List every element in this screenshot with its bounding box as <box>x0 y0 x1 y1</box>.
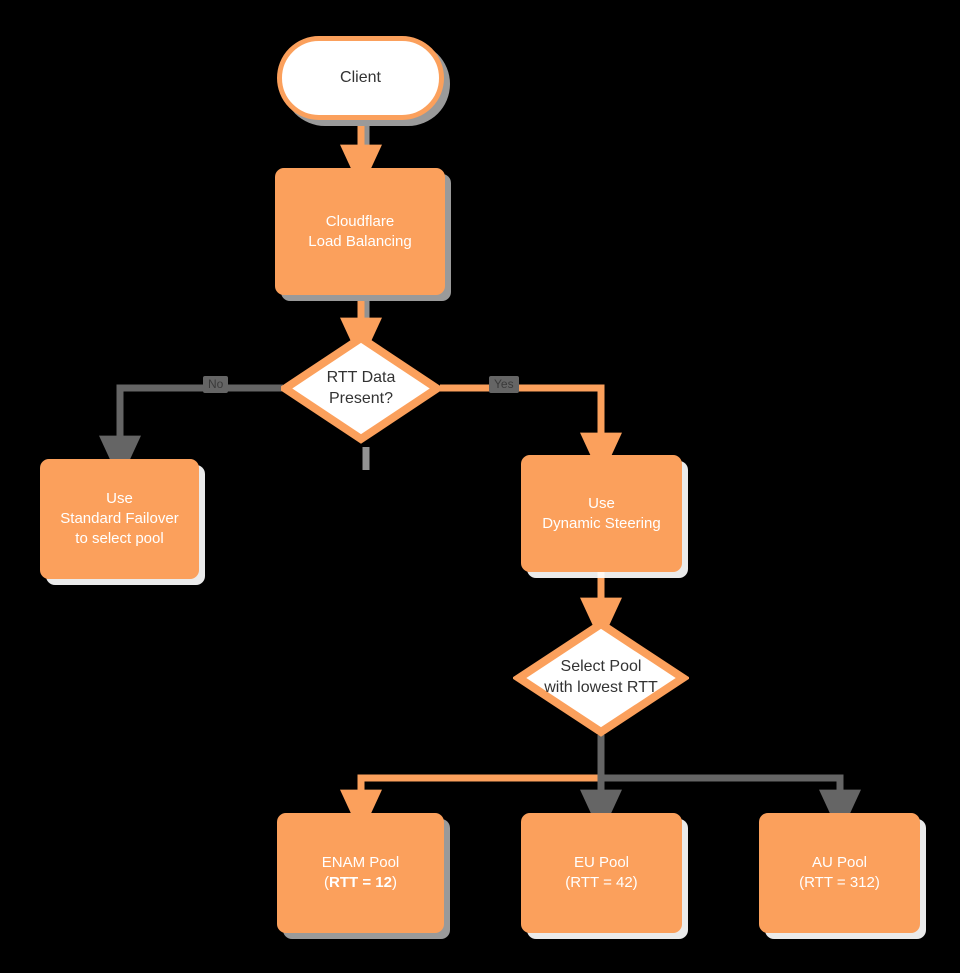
node-eu-pool[interactable]: EU Pool (RTT = 42) <box>521 813 682 933</box>
node-standard-failover-line1: Use <box>106 490 133 508</box>
edge-label-no: No <box>203 376 229 394</box>
node-dynamic-steering-line1: Use <box>588 494 615 512</box>
select-pool-shape <box>513 619 689 737</box>
node-load-balancing-label: Cloudflare Load Balancing <box>308 212 411 252</box>
node-rtt-decision-label: RTT Data Present? <box>281 332 441 445</box>
edge-label-yes: Yes <box>489 376 519 394</box>
node-dynamic-steering[interactable]: Use Dynamic Steering <box>521 455 682 572</box>
node-standard-failover[interactable]: Use Standard Failover to select pool <box>40 459 199 579</box>
node-au-pool-line1: AU Pool <box>811 854 867 872</box>
edge-rtt-yes-to-dynamic <box>440 384 622 479</box>
node-au-pool-label: AU Pool (RTT = 312) <box>799 853 880 893</box>
node-select-pool-line2: with lowest RTT <box>544 679 658 696</box>
node-au-pool-line2: (RTT = 312) <box>799 874 880 891</box>
edge-selectpool-to-enam <box>340 735 605 836</box>
node-load-balancing[interactable]: Cloudflare Load Balancing <box>275 168 445 295</box>
node-enam-pool-paren-open: ( <box>324 874 330 891</box>
node-select-pool-label: Select Pool with lowest RTT <box>513 618 689 738</box>
node-load-balancing-line2: Load Balancing <box>308 232 412 250</box>
rtt-decision-shape <box>281 333 441 444</box>
node-enam-pool-label: ENAM Pool (RTT = 12) <box>322 853 400 893</box>
node-client[interactable]: Client <box>277 36 444 120</box>
node-enam-pool-paren-close: ) <box>391 874 397 891</box>
node-dynamic-steering-line2: Dynamic Steering <box>542 514 661 532</box>
node-standard-failover-line2: Standard Failover <box>60 510 179 528</box>
edge-rtt-no-to-failover <box>99 384 283 482</box>
node-select-pool-line1: Select Pool <box>560 658 642 676</box>
node-enam-pool-rtt: (RTT = 12) <box>322 873 400 893</box>
node-eu-pool-line2: (RTT = 42) <box>565 874 638 891</box>
node-au-pool[interactable]: AU Pool (RTT = 312) <box>759 813 920 933</box>
node-standard-failover-line3: to select pool <box>75 529 164 547</box>
node-rtt-decision-line2: Present? <box>328 389 394 407</box>
node-rtt-decision-line1: RTT Data <box>326 368 396 386</box>
edge-selectpool-to-au <box>597 735 861 836</box>
node-client-label: Client <box>340 69 381 87</box>
node-eu-pool-line1: EU Pool <box>573 854 629 872</box>
node-enam-pool-rtt-value: RTT = 12 <box>329 874 392 891</box>
node-load-balancing-line1: Cloudflare <box>325 212 395 230</box>
node-standard-failover-label: Use Standard Failover to select pool <box>60 489 178 548</box>
node-rtt-decision[interactable]: RTT Data Present? <box>281 332 441 445</box>
node-enam-pool-line1: ENAM Pool <box>321 854 400 872</box>
node-select-pool[interactable]: Select Pool with lowest RTT <box>513 618 689 738</box>
node-dynamic-steering-label: Use Dynamic Steering <box>542 494 660 534</box>
node-enam-pool[interactable]: ENAM Pool (RTT = 12) <box>277 813 444 933</box>
node-eu-pool-label: EU Pool (RTT = 42) <box>565 853 637 893</box>
